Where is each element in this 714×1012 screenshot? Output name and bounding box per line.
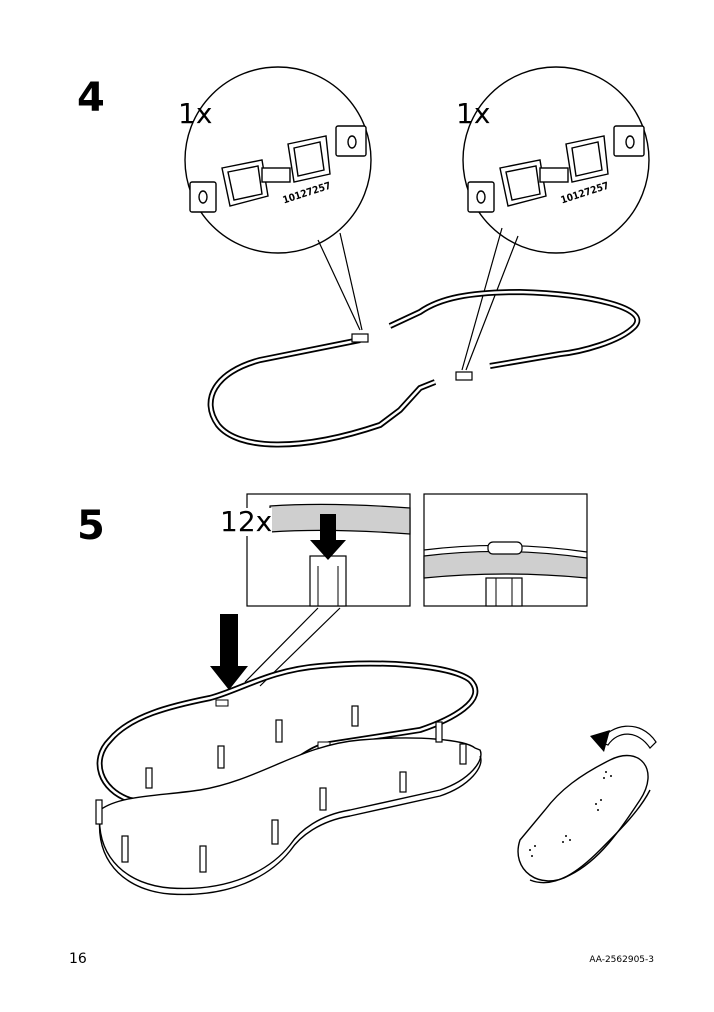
quantity-label: 1x [456, 97, 491, 130]
detail-circle-right [462, 66, 650, 254]
flipped-base [517, 754, 651, 884]
step-number: 5 [77, 503, 105, 549]
step-number: 4 [77, 75, 105, 121]
quantity-label: 12x [220, 505, 273, 538]
callout-pointer-step5 [244, 607, 341, 687]
detail-box-right [423, 493, 588, 607]
page-number: 16 [69, 951, 87, 967]
rim-frame-step4 [207, 288, 641, 448]
detail-box-left [246, 493, 411, 607]
callout-pointer-right [461, 227, 519, 371]
quantity-label: 1x [178, 97, 213, 130]
callout-pointer-left [317, 232, 363, 331]
rotate-arrow-icon [590, 725, 657, 752]
document-code: AA-2562905-3 [589, 955, 654, 965]
base-plate [95, 705, 482, 896]
down-arrow-icon [210, 614, 248, 690]
detail-circle-left [184, 66, 372, 254]
